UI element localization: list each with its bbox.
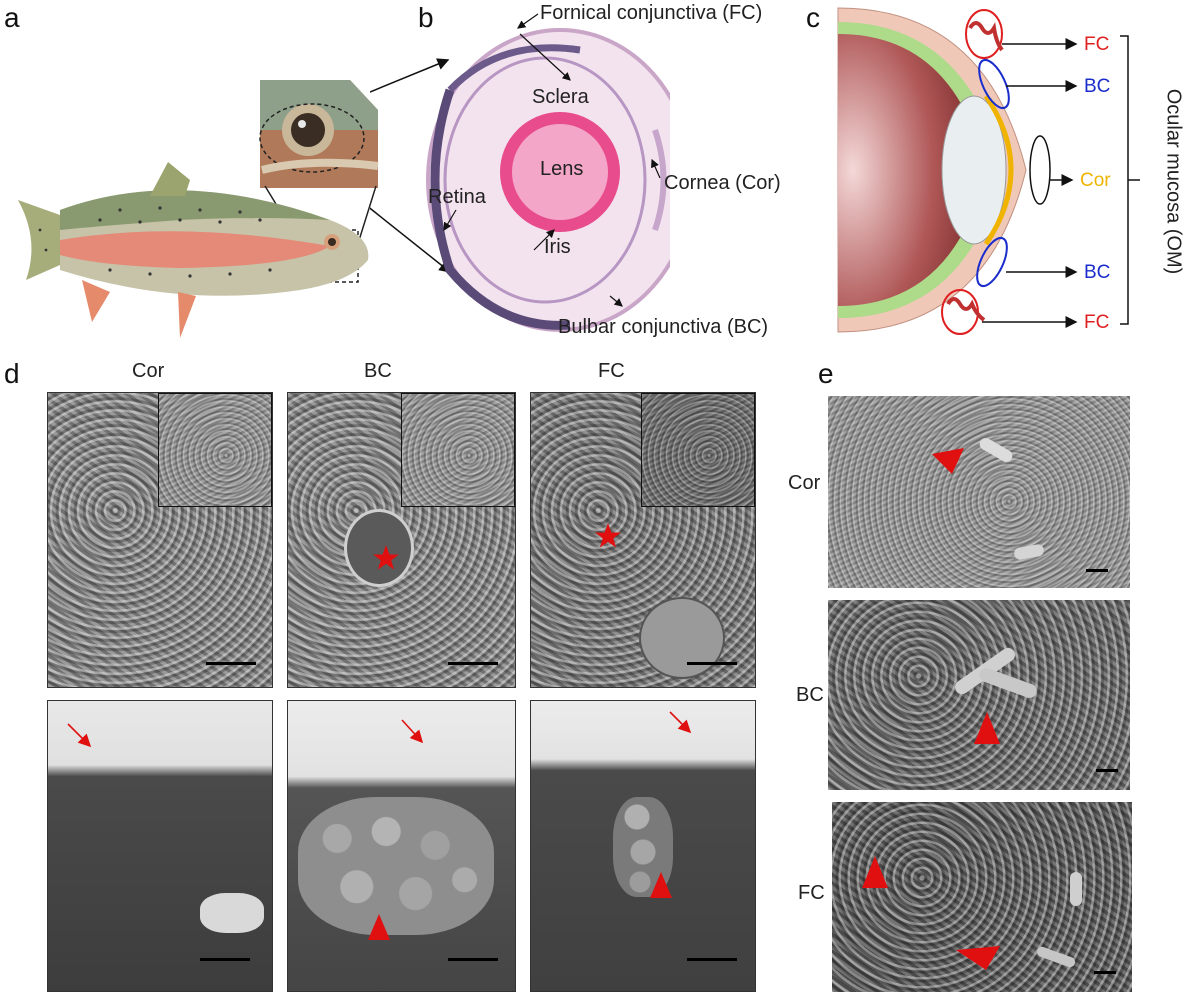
goblet-cell-opening [344, 509, 414, 587]
sem-cor-inset [158, 393, 272, 507]
header-d-cor: Cor [132, 360, 165, 382]
scale-bar [687, 662, 737, 665]
label-c-fc-bottom: FC [1084, 312, 1110, 333]
label-lens: Lens [540, 158, 584, 180]
panel-label-d: d [4, 358, 20, 389]
panel-label-c: c [806, 2, 820, 33]
fc-bottom-region [941, 289, 979, 335]
scale-bar [206, 662, 256, 665]
lens-shape [941, 95, 1007, 245]
sem-bc-inset [401, 393, 515, 507]
bacterium [1070, 872, 1082, 906]
bacterium [977, 435, 1015, 465]
scale-bar [1086, 569, 1108, 572]
triangle-marker [862, 856, 888, 888]
label-ocular-mucosa: Ocular mucosa (OM) [1162, 88, 1185, 275]
triangle-marker [974, 712, 1000, 744]
scale-bar [448, 958, 498, 961]
bc-bottom-region [976, 236, 1008, 288]
bacterium [1013, 543, 1045, 561]
scale-bar [200, 958, 250, 961]
sem-fc-inset [641, 393, 755, 507]
header-d-bc: BC [364, 360, 392, 382]
panel-b-leader-lines [443, 13, 661, 307]
scale-bar [1094, 971, 1116, 974]
fish-illustration [18, 162, 369, 338]
bacterium [1035, 945, 1077, 969]
star-marker [595, 523, 621, 548]
tem-fc-image [530, 700, 756, 992]
panel-label-a: a [4, 2, 20, 33]
label-fornical-conjunctiva: Fornical conjunctiva (FC) [540, 2, 763, 24]
triangle-marker [650, 872, 672, 898]
label-c-bc-bottom: BC [1084, 262, 1111, 283]
header-d-fc: FC [598, 360, 625, 382]
panel-a-to-b-arrows [370, 58, 452, 273]
microvilli-arrows [67, 711, 692, 748]
label-retina: Retina [428, 186, 486, 208]
triangle-marker [368, 914, 390, 940]
panel-label-e: e [818, 358, 834, 389]
label-cornea: Cornea (Cor) [664, 172, 781, 194]
label-c-cor: Cor [1080, 170, 1111, 191]
triangle-marker [956, 946, 1000, 970]
fc-top-region [965, 9, 1003, 59]
eyeball-shape [838, 34, 986, 306]
panel-a-fish-figure [18, 80, 379, 338]
label-bulbar-conjunctiva: Bulbar conjunctiva (BC) [558, 316, 769, 338]
vacuole [200, 893, 264, 933]
row-label-e-bc: BC [796, 684, 824, 706]
sem-cor-image [47, 392, 273, 688]
row-label-e-fc: FC [798, 882, 825, 904]
tem-bc-image [287, 700, 516, 992]
cornea-line [983, 94, 1014, 246]
triangle-marker [932, 448, 964, 474]
sem-fc-image [530, 392, 756, 688]
row-label-e-cor: Cor [788, 472, 821, 494]
panel-label-b: b [418, 2, 434, 33]
label-c-bc-top: BC [1084, 76, 1111, 97]
label-sclera: Sclera [532, 86, 589, 108]
sem-e-cor-image [828, 396, 1130, 588]
om-bracket [1120, 35, 1129, 325]
sem-bc-image [287, 392, 516, 688]
label-c-fc-top: FC [1084, 34, 1110, 55]
sem-e-bc-image [828, 600, 1130, 790]
bc-top-region [978, 58, 1010, 110]
scale-bar [687, 958, 737, 961]
label-iris: Iris [544, 236, 571, 258]
scale-bar [448, 662, 498, 665]
eye-closeup-photo [259, 80, 379, 188]
scale-bar [1096, 769, 1118, 772]
tem-cor-image [47, 700, 273, 992]
cor-region [1029, 135, 1051, 205]
panel-b-eye-section [426, 28, 670, 332]
goblet-cell-opening [639, 597, 725, 679]
star-marker [373, 545, 399, 570]
panel-c-schematic [837, 7, 1140, 335]
bacteria-cluster [977, 666, 1039, 700]
mucous-granules [298, 797, 494, 935]
